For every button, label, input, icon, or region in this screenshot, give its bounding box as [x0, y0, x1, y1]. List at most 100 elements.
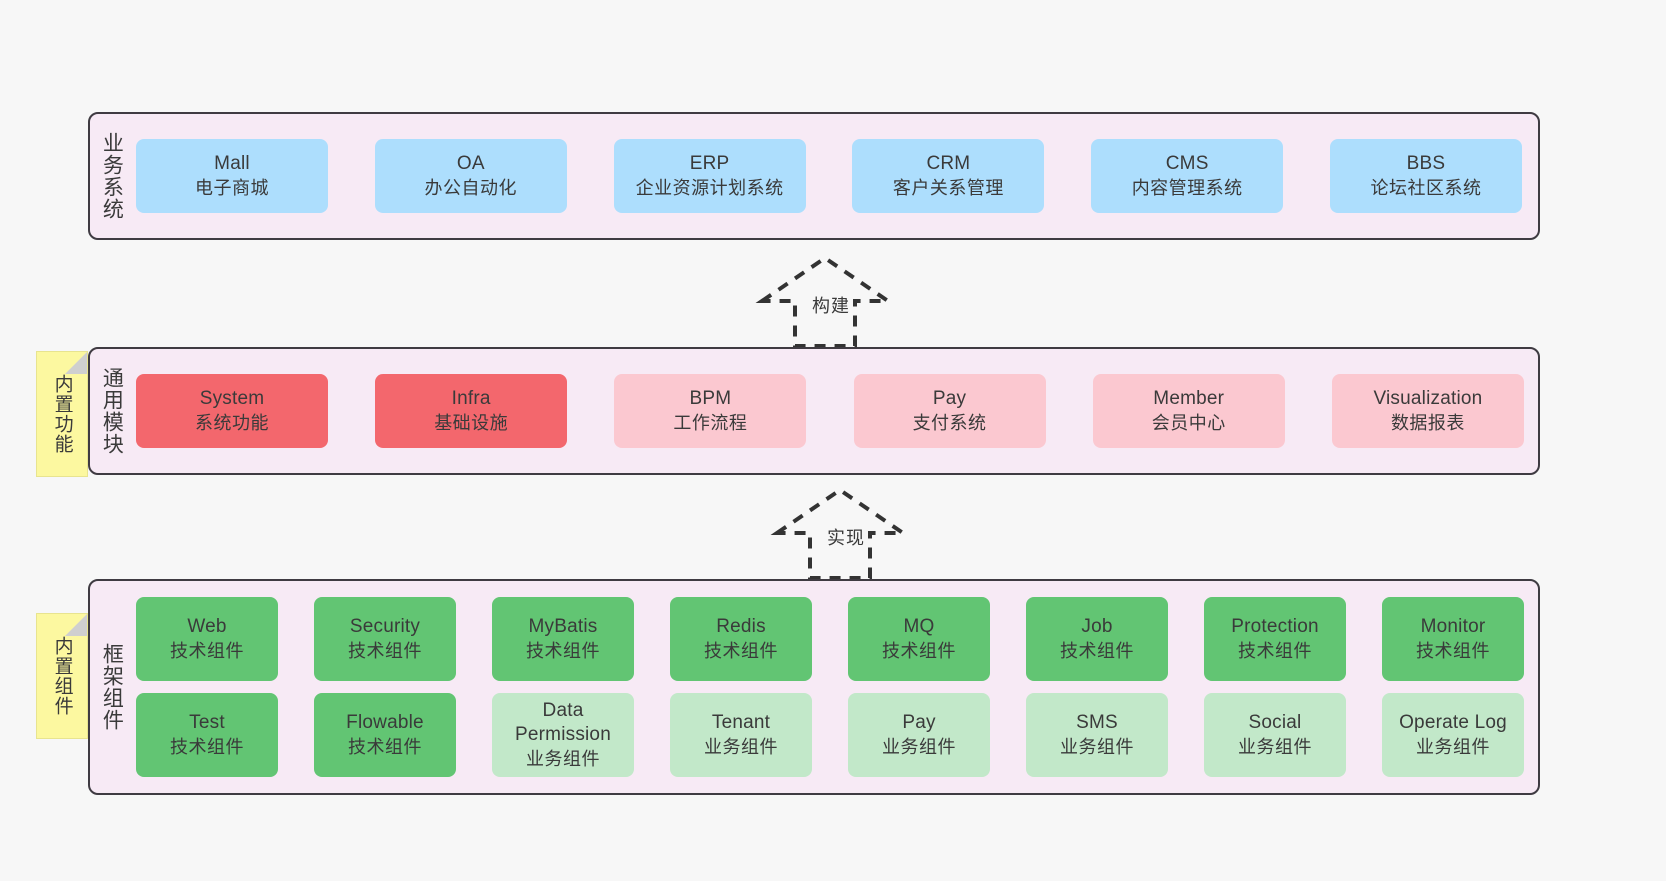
card-security-cn: 技术组件 [348, 640, 422, 661]
card-test-cn: 技术组件 [170, 736, 244, 757]
card-tenant-en: Tenant [711, 711, 771, 733]
card-crm-cn: 客户关系管理 [892, 177, 1004, 198]
card-protection[interactable]: Protection 技术组件 [1204, 597, 1346, 681]
card-mybatis-en: MyBatis [528, 615, 598, 637]
card-social-cn: 业务组件 [1238, 736, 1312, 757]
card-oa[interactable]: OA 办公自动化 [374, 139, 567, 213]
framework-biz-row: Test 技术组件 Flowable 技术组件 Data Permission … [136, 693, 1524, 777]
card-mall-cn: 电子商城 [195, 177, 269, 198]
card-visualization[interactable]: Visualization 数据报表 [1331, 374, 1524, 448]
card-mall-en: Mall [214, 152, 250, 174]
card-web-cn: 技术组件 [170, 640, 244, 661]
card-visualization-cn: 数据报表 [1390, 412, 1465, 433]
layer-framework-title: 框架组件 [100, 643, 124, 731]
card-data-permission-en: Data Permission [515, 699, 611, 746]
card-protection-en: Protection [1231, 615, 1319, 637]
connector-build-label: 构建 [812, 296, 850, 316]
card-crm-en: CRM [926, 152, 971, 174]
card-system[interactable]: System 系统功能 [136, 374, 328, 448]
layer-business-systems: 业务系统 Mall 电子商城 OA 办公自动化 ERP 企业资源计划系统 CRM… [88, 112, 1540, 240]
framework-tech-row: Web 技术组件 Security 技术组件 MyBatis 技术组件 Redi… [136, 597, 1524, 681]
layer-common-body: System 系统功能 Infra 基础设施 BPM 工作流程 Pay 支付系统… [132, 349, 1538, 473]
card-data-permission-cn: 业务组件 [526, 748, 600, 769]
card-bbs-cn: 论坛社区系统 [1370, 177, 1482, 198]
card-mq[interactable]: MQ 技术组件 [848, 597, 990, 681]
card-system-cn: 系统功能 [195, 412, 269, 433]
card-security-en: Security [349, 615, 421, 637]
card-sms[interactable]: SMS 业务组件 [1026, 693, 1168, 777]
card-infra-cn: 基础设施 [434, 412, 509, 433]
layer-common-title: 通用模块 [100, 367, 124, 455]
card-redis[interactable]: Redis 技术组件 [670, 597, 812, 681]
layer-business-body: Mall 电子商城 OA 办公自动化 ERP 企业资源计划系统 CRM 客户关系… [132, 114, 1538, 238]
card-oa-cn: 办公自动化 [424, 177, 518, 198]
card-job-cn: 技术组件 [1060, 640, 1134, 661]
card-bpm[interactable]: BPM 工作流程 [614, 374, 807, 448]
card-job[interactable]: Job 技术组件 [1026, 597, 1168, 681]
business-card-row: Mall 电子商城 OA 办公自动化 ERP 企业资源计划系统 CRM 客户关系… [136, 139, 1522, 213]
card-monitor[interactable]: Monitor 技术组件 [1382, 597, 1524, 681]
implement-arrow-outline [770, 487, 910, 580]
card-mybatis-cn: 技术组件 [526, 640, 600, 661]
card-erp-en: ERP [689, 152, 730, 174]
card-tenant-cn: 业务组件 [704, 736, 778, 757]
card-flowable[interactable]: Flowable 技术组件 [314, 693, 456, 777]
card-monitor-cn: 技术组件 [1416, 640, 1490, 661]
card-web[interactable]: Web 技术组件 [136, 597, 278, 681]
card-social[interactable]: Social 业务组件 [1204, 693, 1346, 777]
card-data-permission[interactable]: Data Permission 业务组件 [492, 693, 634, 777]
card-pay-component[interactable]: Pay 业务组件 [848, 693, 990, 777]
card-web-en: Web [187, 615, 227, 637]
card-member[interactable]: Member 会员中心 [1092, 374, 1285, 448]
build-arrow-outline [755, 255, 895, 348]
layer-framework-components: 框架组件 Web 技术组件 Security 技术组件 MyBatis 技术组件… [88, 579, 1540, 795]
card-cms[interactable]: CMS 内容管理系统 [1091, 139, 1284, 213]
card-infra[interactable]: Infra 基础设施 [375, 374, 568, 448]
connector-build: 构建 [740, 246, 940, 354]
card-test-en: Test [189, 711, 225, 733]
layer-business-title: 业务系统 [100, 132, 124, 220]
common-card-row: System 系统功能 Infra 基础设施 BPM 工作流程 Pay 支付系统… [136, 374, 1524, 448]
card-pay-component-cn: 业务组件 [882, 736, 956, 757]
card-crm[interactable]: CRM 客户关系管理 [852, 139, 1045, 213]
card-bpm-cn: 工作流程 [673, 412, 748, 433]
card-bpm-en: BPM [689, 387, 732, 409]
card-operate-log-cn: 业务组件 [1416, 736, 1490, 757]
card-test[interactable]: Test 技术组件 [136, 693, 278, 777]
card-flowable-cn: 技术组件 [348, 736, 422, 757]
card-mybatis[interactable]: MyBatis 技术组件 [492, 597, 634, 681]
card-pay-module-en: Pay [932, 387, 967, 409]
card-sms-cn: 业务组件 [1060, 736, 1134, 757]
card-cms-cn: 内容管理系统 [1131, 177, 1243, 198]
card-job-en: Job [1081, 615, 1113, 637]
card-flowable-en: Flowable [346, 711, 424, 733]
card-member-en: Member [1153, 387, 1225, 409]
layer-common-modules: 通用模块 System 系统功能 Infra 基础设施 BPM 工作流程 Pay… [88, 347, 1540, 475]
card-redis-en: Redis [716, 615, 766, 637]
card-erp[interactable]: ERP 企业资源计划系统 [613, 139, 806, 213]
connector-implement-label: 实现 [827, 528, 865, 548]
card-mq-cn: 技术组件 [882, 640, 956, 661]
card-security[interactable]: Security 技术组件 [314, 597, 456, 681]
card-operate-log[interactable]: Operate Log 业务组件 [1382, 693, 1524, 777]
sticky-note-builtin-components: 内置组件 [36, 613, 88, 739]
card-pay-component-en: Pay [902, 711, 936, 733]
card-operate-log-en: Operate Log [1399, 711, 1507, 733]
layer-framework-body: Web 技术组件 Security 技术组件 MyBatis 技术组件 Redi… [132, 581, 1538, 793]
card-oa-en: OA [456, 152, 485, 174]
card-cms-en: CMS [1165, 152, 1209, 174]
card-bbs-en: BBS [1406, 152, 1446, 174]
sticky-note-builtin-features: 内置功能 [36, 351, 88, 477]
card-infra-en: Infra [451, 387, 491, 409]
card-system-en: System [199, 387, 265, 409]
card-monitor-en: Monitor [1420, 615, 1486, 637]
card-bbs[interactable]: BBS 论坛社区系统 [1329, 139, 1522, 213]
card-tenant[interactable]: Tenant 业务组件 [670, 693, 812, 777]
card-erp-cn: 企业资源计划系统 [635, 177, 784, 198]
card-mq-en: MQ [903, 615, 935, 637]
card-redis-cn: 技术组件 [704, 640, 778, 661]
card-pay-module[interactable]: Pay 支付系统 [853, 374, 1046, 448]
card-visualization-en: Visualization [1373, 387, 1483, 409]
card-mall[interactable]: Mall 电子商城 [136, 139, 328, 213]
card-member-cn: 会员中心 [1151, 412, 1226, 433]
